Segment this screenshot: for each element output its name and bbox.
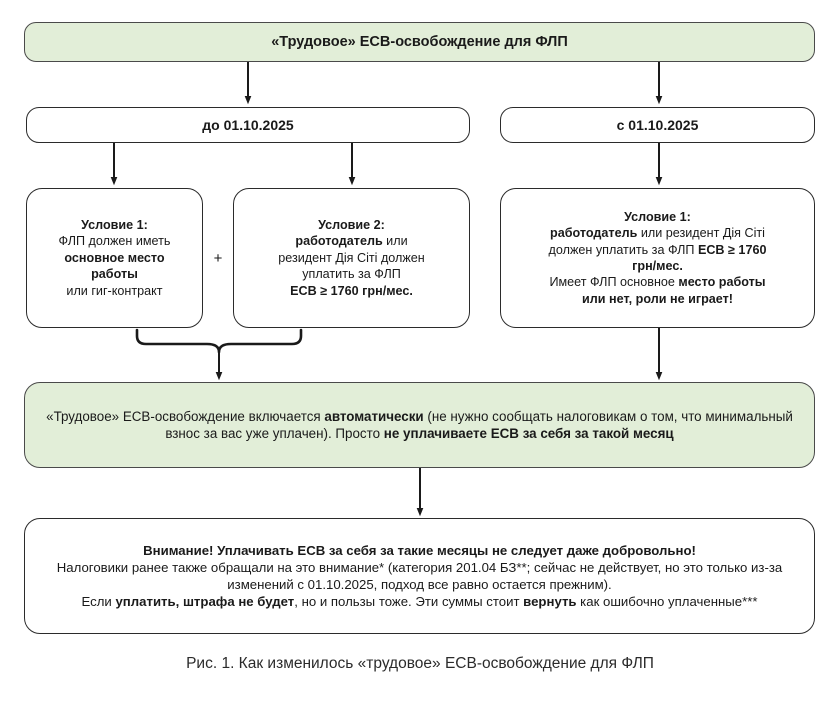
- title-box: «Трудовое» ЕСВ-освобождение для ФЛП: [24, 22, 815, 62]
- condition-2-line-3: уплатить за ФЛП: [302, 267, 401, 282]
- condition-box-1: Условие 1: ФЛП должен иметь основное мес…: [26, 188, 203, 328]
- condition-2-bold-2: ЕСВ ≥ 1760 грн/мес.: [290, 283, 413, 298]
- condition-right-text-1: или резидент Дія Сіті: [637, 226, 765, 241]
- auto-text-1: «Трудовое» ЕСВ-освобождение включается: [46, 408, 325, 424]
- plus-connector: +: [203, 240, 233, 276]
- condition-right-text-2: должен уплатить за ФЛП: [548, 242, 698, 257]
- condition-right-line-2: должен уплатить за ФЛП ЕСВ ≥ 1760: [511, 242, 804, 258]
- condition-right-bold-2: ЕСВ ≥ 1760: [697, 242, 767, 257]
- figure-caption: Рис. 1. Как изменилось «трудовое» ЕСВ-ос…: [186, 655, 654, 672]
- auto-exemption-text: «Трудовое» ЕСВ-освобождение включается а…: [25, 404, 814, 447]
- warning-text-3: , но и пользы тоже. Эти суммы стоит: [294, 594, 524, 610]
- warning-paragraph-2: Если уплатить, штрафа не будет, но и пол…: [35, 593, 804, 610]
- warning-heading: Внимание! Уплачивать ЕСВ за себя за таки…: [143, 542, 696, 558]
- condition-2-line-1: работодатель или: [244, 233, 459, 249]
- condition-right-bold-1: работодатель: [550, 226, 638, 241]
- warning-paragraph-1: Налоговики ранее также обращали на это в…: [56, 559, 783, 592]
- condition-2-content: Условие 2: работодатель или резидент Дія…: [234, 213, 469, 303]
- title-box-text: «Трудовое» ЕСВ-освобождение для ФЛП: [271, 33, 568, 50]
- auto-text-2: (не нужно сообщать налоговикам о том, чт…: [165, 408, 793, 441]
- auto-bold-2: не уплачиваете ЕСВ за себя за такой меся…: [383, 426, 674, 441]
- condition-2-line-2: резидент Дія Сіті должен: [278, 250, 425, 265]
- warning-bold-3: вернуть: [523, 594, 577, 610]
- warning-content: Внимание! Уплачивать ЕСВ за себя за таки…: [25, 538, 814, 615]
- condition-2-bold-1: работодатель: [295, 234, 383, 249]
- warning-bold-2: уплатить, штрафа не будет: [115, 594, 295, 610]
- condition-right-bold-3: грн/мес.: [632, 259, 683, 273]
- condition-1-bold-2: работы: [91, 267, 138, 282]
- condition-1-bold-1: основное место: [64, 250, 165, 265]
- condition-1-line-1: ФЛП должен иметь: [58, 234, 171, 249]
- auto-exemption-box: «Трудовое» ЕСВ-освобождение включается а…: [24, 382, 815, 468]
- auto-bold-1: автоматически: [324, 408, 424, 424]
- condition-right-line-1: работодатель или резидент Дія Сіті: [511, 225, 804, 241]
- condition-right-bold-4: место работы: [678, 275, 766, 290]
- condition-1-content: Условие 1: ФЛП должен иметь основное мес…: [27, 213, 202, 303]
- condition-1-line-2: или гиг-контракт: [66, 283, 163, 298]
- condition-1-heading: Условие 1:: [81, 218, 148, 233]
- condition-right-line-3: Имеет ФЛП основное место работы: [511, 274, 804, 290]
- warning-text-2: Если: [81, 594, 116, 610]
- condition-right-content: Условие 1: работодатель или резидент Дія…: [501, 205, 814, 311]
- condition-right-bold-5: или нет, роли не играет!: [582, 291, 733, 306]
- condition-box-2: Условие 2: работодатель или резидент Дія…: [233, 188, 470, 328]
- branch-after-label: с 01.10.2025: [616, 116, 699, 133]
- plus-sign-glyph: +: [213, 249, 223, 267]
- condition-2-heading: Условие 2:: [318, 218, 385, 233]
- branch-box-after: с 01.10.2025: [500, 107, 815, 143]
- branch-box-before: до 01.10.2025: [26, 107, 470, 143]
- condition-2-text-1: или: [382, 234, 408, 249]
- condition-right-heading: Условие 1:: [624, 209, 691, 224]
- condition-box-right: Условие 1: работодатель или резидент Дія…: [500, 188, 815, 328]
- condition-right-text-3: Имеет ФЛП основное: [549, 275, 679, 290]
- branch-before-label: до 01.10.2025: [202, 116, 294, 133]
- warning-box: Внимание! Уплачивать ЕСВ за себя за таки…: [24, 518, 815, 634]
- curly-brace-join: [135, 328, 303, 354]
- warning-text-4: как ошибочно уплаченные***: [576, 594, 758, 610]
